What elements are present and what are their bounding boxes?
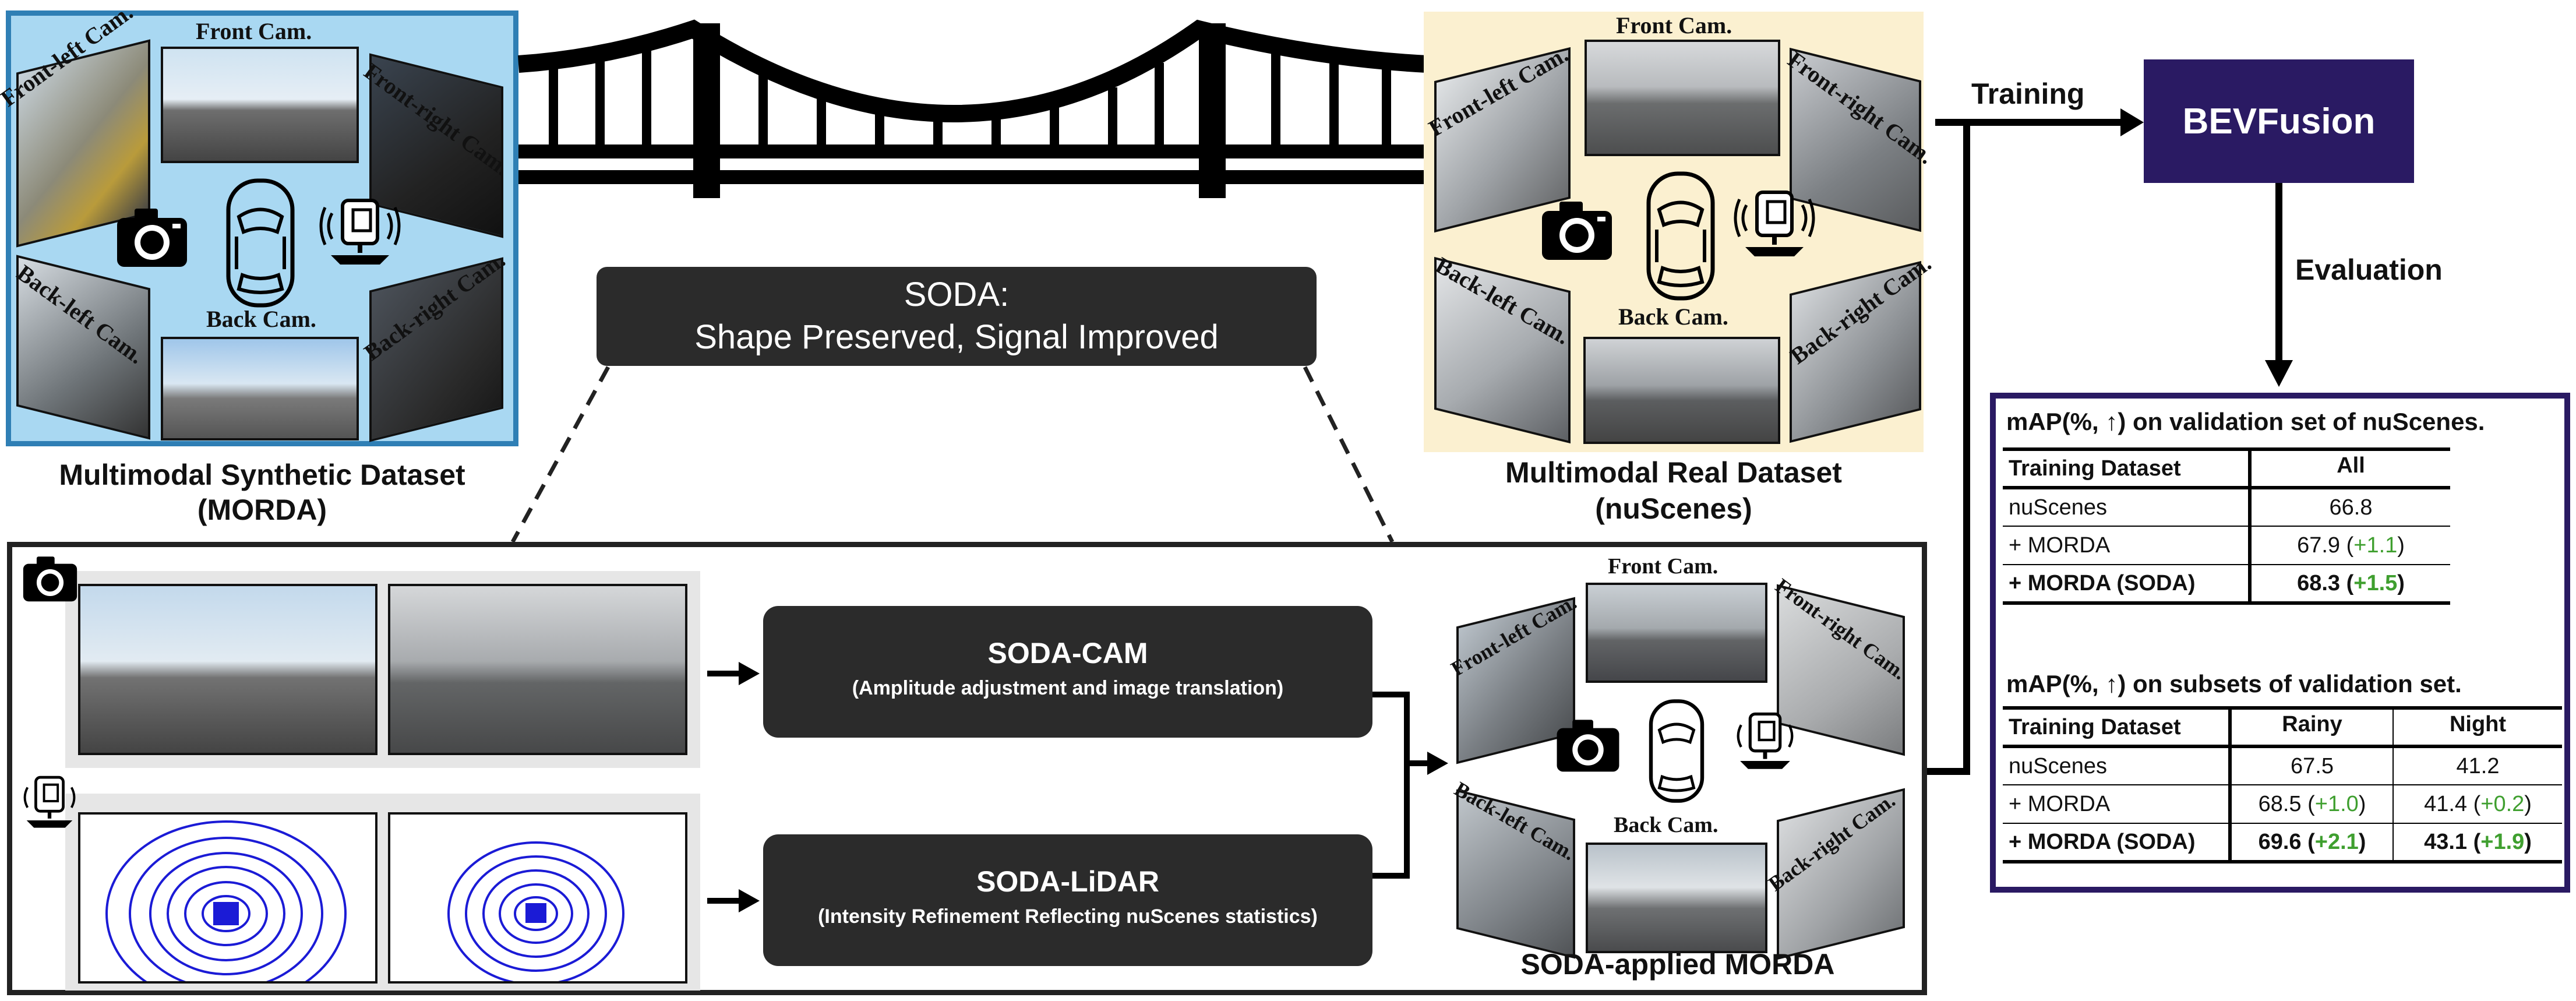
nuscenes-cam-input-image	[388, 584, 687, 755]
table-row: nuScenes 67.5 41.2	[2003, 746, 2562, 785]
morda-back-image	[161, 337, 359, 440]
table2-header-dataset: Training Dataset	[2003, 708, 2232, 746]
table1-header-row: Training Dataset All	[2003, 449, 2450, 488]
bevfusion-label: BEVFusion	[2182, 101, 2376, 142]
nuscenes-caption-line1: Multimodal Real Dataset	[1505, 456, 1842, 489]
output-back-image	[1586, 843, 1767, 953]
nuscenes-front-label: Front Cam.	[1616, 12, 1732, 38]
morda-lidar-icon	[319, 199, 401, 265]
table2-row2-night-cell: 41.4 (+0.2)	[2424, 791, 2532, 816]
output-caption: SODA-applied MORDA	[1520, 948, 1835, 981]
soda-banner-line1: SODA:	[904, 276, 1010, 313]
evaluation-label: Evaluation	[2295, 253, 2443, 286]
pipeline-camera-icon	[23, 556, 77, 602]
nuscenes-lidar-icon	[1734, 191, 1815, 256]
nuscenes-back-image	[1583, 337, 1780, 444]
training-label: Training	[1971, 77, 2085, 110]
table1-row1-dataset: nuScenes	[2003, 488, 2252, 526]
output-front-label: Front Cam.	[1608, 554, 1718, 579]
table1-row1-all: 66.8	[2329, 495, 2373, 520]
nuscenes-camera-icon	[1542, 202, 1612, 260]
bevfusion-box: BEVFusion	[2144, 59, 2414, 183]
table2-row3-dataset: + MORDA (SODA)	[2003, 823, 2232, 862]
soda-banner-line2: Shape Preserved, Signal Improved	[694, 318, 1219, 356]
table2-row3-night: 43.1	[2424, 829, 2468, 854]
morda-front-image	[161, 47, 359, 163]
table1-row2-value: 67.9 (+1.1)	[2297, 533, 2405, 558]
table2-row1-rainy: 67.5	[2230, 746, 2394, 785]
nuscenes-lidar-input-image	[388, 812, 687, 984]
soda-lidar-box: SODA-LiDAR (Intensity Refinement Reflect…	[763, 834, 1372, 966]
nuscenes-car-icon	[1646, 171, 1715, 301]
table-row: + MORDA (SODA) 69.6 (+2.1) 43.1 (+1.9)	[2003, 823, 2562, 862]
table1-row3-delta: +1.5	[2353, 570, 2398, 595]
output-camera-icon	[1557, 720, 1619, 772]
table2: Training Dataset Rainy Night nuScenes 67…	[2003, 706, 2562, 863]
table-row: + MORDA 67.9 (+1.1)	[2003, 526, 2450, 565]
morda-camera-icon	[117, 209, 187, 267]
table1-row3-dataset: + MORDA (SODA)	[2003, 565, 2252, 603]
morda-caption-line1: Multimodal Synthetic Dataset	[59, 459, 465, 491]
table1-row2-delta: +1.1	[2353, 533, 2398, 558]
soda-banner: SODA: Shape Preserved, Signal Improved	[597, 267, 1317, 366]
table2-row3-night-delta: +1.9	[2480, 829, 2525, 854]
table1-header-all: All	[2337, 453, 2365, 478]
table1-header-dataset: Training Dataset	[2003, 449, 2252, 488]
table2-row3-night-cell: 43.1 (+1.9)	[2424, 829, 2532, 854]
table2-row1-dataset: nuScenes	[2003, 746, 2232, 785]
output-back-label: Back Cam.	[1614, 813, 1718, 837]
soda-cam-box: SODA-CAM (Amplitude adjustment and image…	[763, 606, 1372, 738]
table2-row2-rainy: 68.5	[2258, 791, 2302, 816]
table2-row2-dataset: + MORDA	[2003, 785, 2232, 823]
table-row: nuScenes 66.8	[2003, 488, 2450, 526]
soda-lidar-subtitle: (Intensity Refinement Reflecting nuScene…	[818, 905, 1318, 928]
table2-row2-rainy-delta: +1.0	[2314, 791, 2359, 816]
nuscenes-front-image	[1585, 40, 1780, 156]
output-car-icon	[1649, 699, 1705, 803]
bridge-icon	[518, 19, 1428, 198]
table2-header-rainy: Rainy	[2230, 708, 2394, 746]
morda-lidar-rings	[105, 820, 347, 981]
table1-row2-all: 67.9	[2297, 533, 2341, 558]
table1-row3-value: 68.3 (+1.5)	[2297, 570, 2405, 595]
table1-title: mAP(%, ↑) on validation set of nuScenes.	[2006, 408, 2485, 435]
table-row: + MORDA (SODA) 68.3 (+1.5)	[2003, 565, 2450, 603]
table2-header-night: Night	[2449, 712, 2507, 736]
nuscenes-caption-line2: (nuScenes)	[1595, 492, 1752, 525]
morda-lidar-input-image	[78, 812, 377, 984]
table-row: + MORDA 68.5 (+1.0) 41.4 (+0.2)	[2003, 785, 2562, 823]
table2-row2-night-delta: +0.2	[2480, 791, 2525, 816]
morda-front-label: Front Cam.	[196, 18, 312, 44]
table1-row1-value: 66.8	[2250, 488, 2450, 526]
table2-row2-rainy-cell: 68.5 (+1.0)	[2230, 785, 2394, 823]
table2-row2-night: 41.4	[2424, 791, 2468, 816]
table1-row2-dataset: + MORDA	[2003, 526, 2252, 565]
table2-row3-rainy-cell: 69.6 (+2.1)	[2230, 823, 2394, 862]
soda-cam-title: SODA-CAM	[987, 637, 1148, 669]
soda-lidar-title: SODA-LiDAR	[976, 865, 1159, 898]
output-lidar-icon	[1737, 712, 1794, 769]
soda-cam-subtitle: (Amplitude adjustment and image translat…	[852, 677, 1284, 699]
morda-car-icon	[226, 178, 295, 308]
nuscenes-back-label: Back Cam.	[1618, 304, 1728, 330]
pipeline-lidar-icon	[23, 776, 76, 828]
table2-title: mAP(%, ↑) on subsets of validation set.	[2006, 670, 2462, 697]
morda-caption-line2: (MORDA)	[197, 494, 327, 526]
table1-row3-all: 68.3	[2297, 570, 2341, 595]
morda-back-label: Back Cam.	[206, 306, 316, 332]
pipeline-box	[7, 542, 1927, 995]
nuscenes-lidar-rings	[447, 841, 624, 981]
table2-row3-rainy: 69.6	[2258, 829, 2302, 854]
output-front-image	[1586, 583, 1767, 683]
morda-cam-input-image	[78, 584, 377, 755]
table2-header-row: Training Dataset Rainy Night	[2003, 708, 2562, 746]
table2-row3-rainy-delta: +2.1	[2314, 829, 2359, 854]
table2-row1-night: 41.2	[2456, 753, 2500, 778]
table1: Training Dataset All nuScenes 66.8 + MOR…	[2003, 447, 2450, 605]
